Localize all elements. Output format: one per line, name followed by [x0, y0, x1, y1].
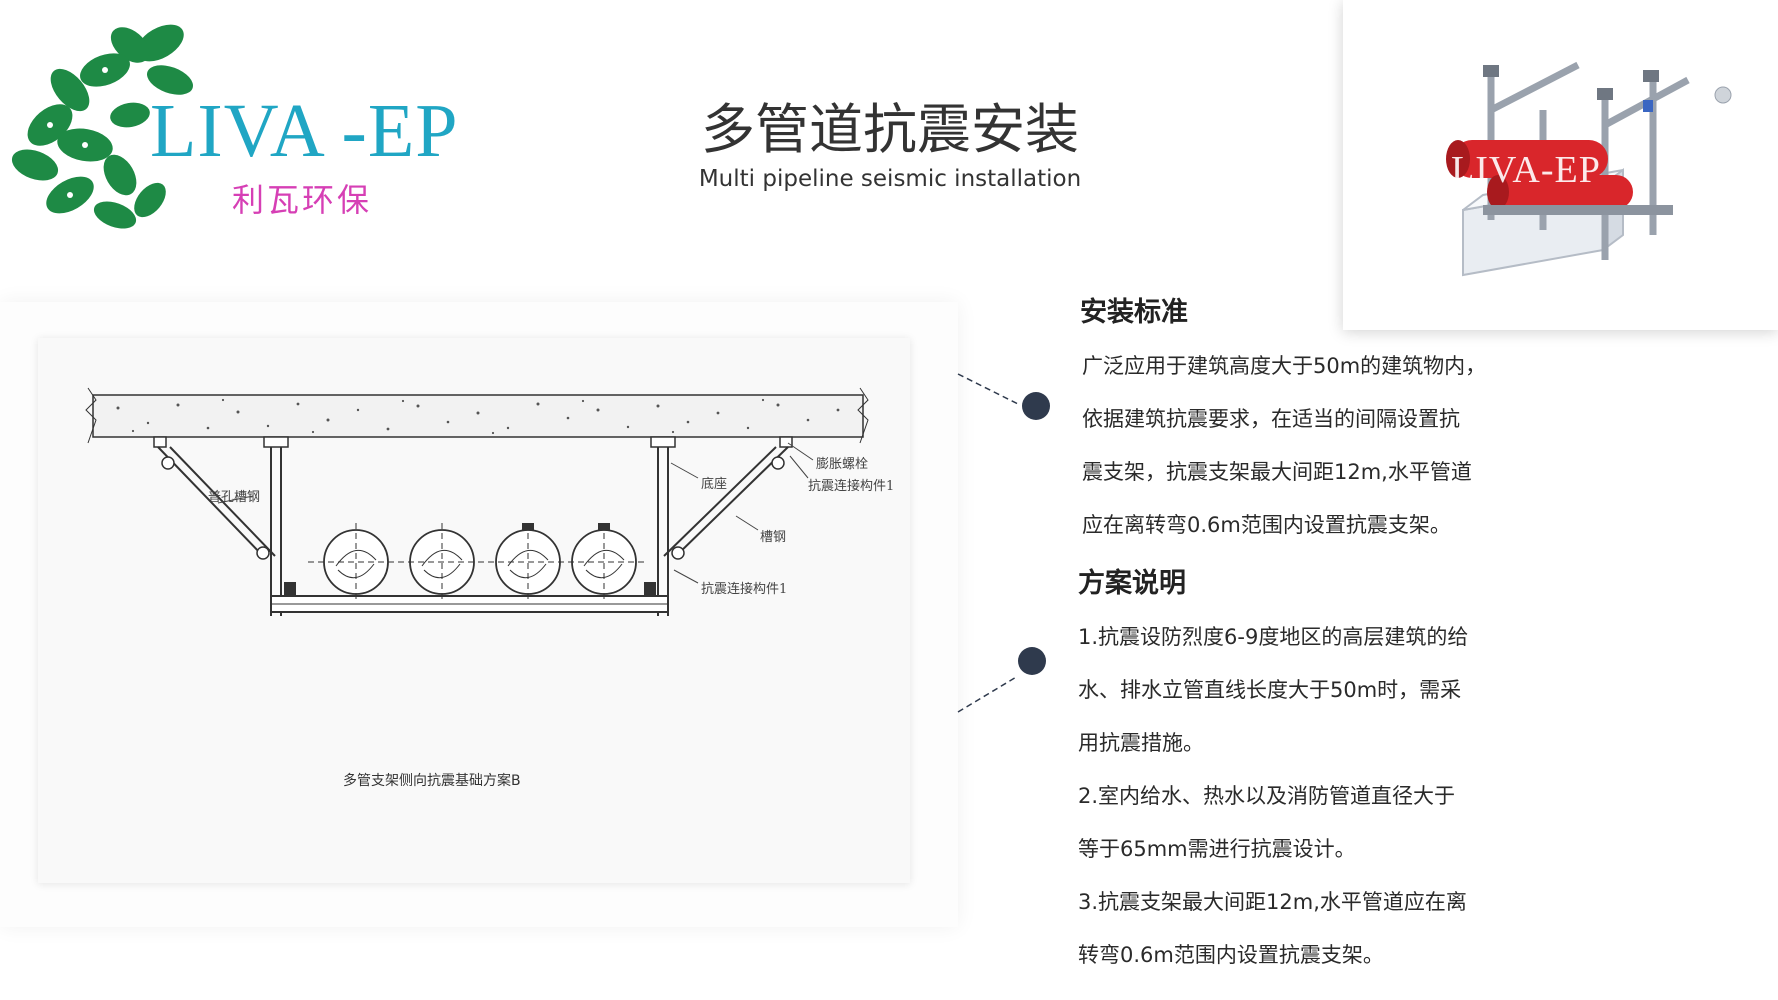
logo-brand-text: LIVA -EP: [150, 89, 459, 173]
drawing-panel: 普孔槽钢 底座 膨胀螺栓 抗震连接构件1 槽钢 抗震连接构件1 多管支架侧向抗震…: [0, 302, 958, 927]
seismic-support-drawing-icon: [85, 387, 869, 616]
logo: LIVA -EP 利瓦环保: [10, 15, 480, 230]
section-heading-standard: 安装标准: [1080, 297, 1188, 328]
page-title: 多管道抗震安装: [701, 98, 1079, 161]
standard-line: 震支架，抗震支架最大间距12m,水平管道: [1082, 460, 1472, 484]
leaf-cluster-icon: [11, 24, 193, 229]
standard-line: 依据建筑抗震要求，在适当的间隔设置抗: [1082, 407, 1460, 431]
plan-line: 等于65mm需进行抗震设计。: [1078, 837, 1356, 861]
connector-dot-bottom: [1018, 647, 1046, 675]
section-heading-plan: 方案说明: [1078, 568, 1186, 599]
standard-line: 广泛应用于建筑高度大于50m的建筑物内，: [1082, 354, 1487, 378]
plan-line: 用抗震措施。: [1078, 731, 1204, 755]
connector-dot-top: [1022, 392, 1050, 420]
plan-line: 水、排水立管直线长度大于50m时，需采: [1078, 678, 1462, 702]
plan-line: 转弯0.6m范围内设置抗震支架。: [1078, 943, 1384, 967]
page-subtitle: Multi pipeline seismic installation: [698, 166, 1082, 192]
label-channel-steel: 槽钢: [760, 530, 787, 545]
standard-line: 应在离转弯0.6m范围内设置抗震支架。: [1082, 513, 1451, 537]
label-base-plate: 底座: [701, 477, 728, 492]
product-photo: LIVA-EP: [1343, 0, 1778, 330]
label-expansion-bolt: 膨胀螺栓: [816, 457, 869, 472]
pipe-support-product-image: [1446, 61, 1732, 277]
drawing-caption: 多管支架侧向抗震基础方案B: [343, 773, 521, 789]
label-connector-bottom: 抗震连接构件1: [701, 582, 788, 597]
plan-line: 2.室内给水、热水以及消防管道直径大于: [1078, 784, 1456, 808]
label-connector-top: 抗震连接构件1: [808, 479, 895, 494]
technical-drawing: 普孔槽钢 底座 膨胀螺栓 抗震连接构件1 槽钢 抗震连接构件1 多管支架侧向抗震…: [38, 338, 910, 883]
plan-line: 1.抗震设防烈度6-9度地区的高层建筑的给: [1078, 625, 1469, 649]
plan-line: 3.抗震支架最大间距12m,水平管道应在离: [1078, 890, 1467, 914]
label-perforated-channel: 普孔槽钢: [208, 490, 261, 505]
logo-chinese-name: 利瓦环保: [232, 181, 373, 219]
